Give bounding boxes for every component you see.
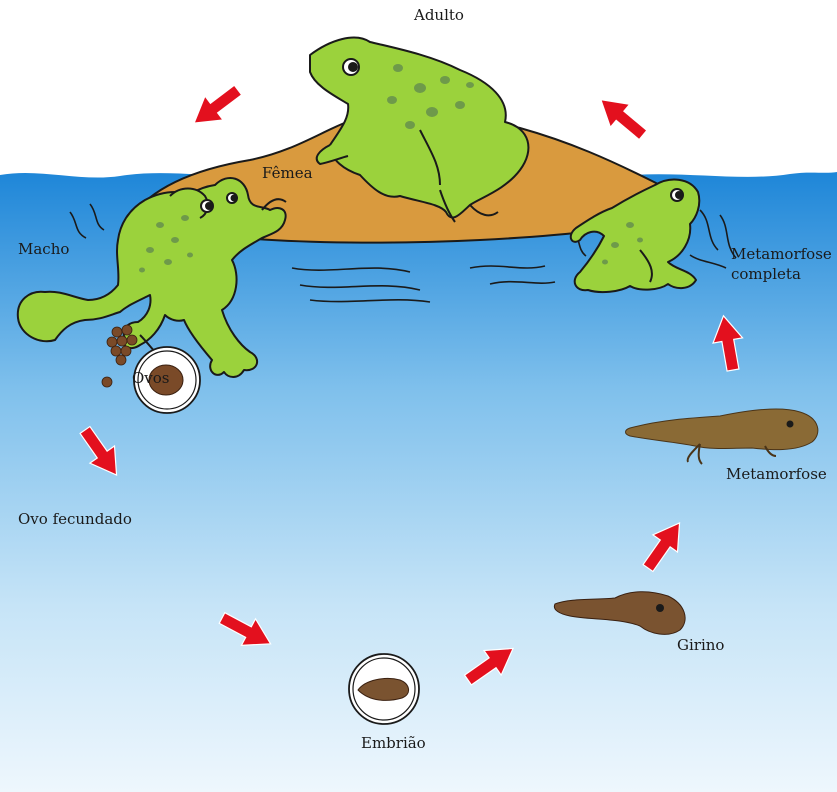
label-male: Macho: [18, 240, 70, 258]
label-complete-metamorphosis-line2: completa: [731, 265, 801, 283]
label-eggs: Ovos: [132, 369, 170, 387]
label-metamorphosis: Metamorfose: [726, 465, 827, 483]
label-fertilized-egg: Ovo fecundado: [18, 510, 132, 528]
tadpole: [553, 591, 686, 635]
fertilized-egg: [133, 346, 201, 414]
label-complete-metamorphosis-line1: Metamorfose: [731, 245, 832, 263]
arrow-adult-to-mating: [184, 77, 248, 136]
label-adult: Adulto: [414, 6, 464, 24]
water-ripples: [69, 203, 737, 303]
label-embryo: Embrião: [361, 734, 426, 752]
label-tadpole: Girino: [677, 636, 725, 654]
adult-frog: [309, 36, 530, 223]
arrow-young-to-adult: [590, 87, 654, 148]
embryo: [348, 653, 420, 725]
metamorphosis-tadpole: [625, 408, 819, 465]
eggs-cluster: [101, 324, 138, 388]
young-frog: [569, 178, 701, 294]
label-female: Fêmea: [262, 164, 313, 182]
